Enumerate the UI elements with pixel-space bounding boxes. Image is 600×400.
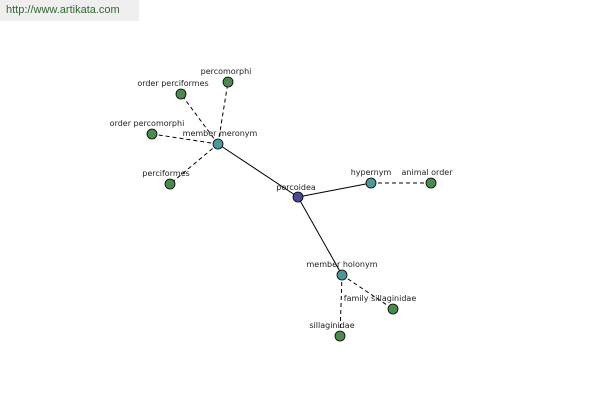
label-order-perciformes: order perciformes xyxy=(137,79,208,88)
label-hypernym: hypernym xyxy=(351,168,392,177)
node-member-meronym[interactable] xyxy=(212,138,224,150)
label-sillaginidae: sillaginidae xyxy=(309,321,354,330)
node-perciformes[interactable] xyxy=(164,178,176,190)
label-percomorphi: percomorphi xyxy=(201,67,252,76)
edge-member-meronym-order-perciformes xyxy=(180,93,219,145)
label-animal-order: animal order xyxy=(402,168,454,177)
node-family-sillaginidae[interactable] xyxy=(387,303,399,315)
node-member-holonym[interactable] xyxy=(336,269,348,281)
label-member-holonym: member holonym xyxy=(306,260,377,269)
node-percoidea[interactable] xyxy=(292,191,304,203)
label-order-percomorphi: order percomorphi xyxy=(110,119,185,128)
label-family-sillaginidae: family sillaginidae xyxy=(344,294,417,303)
label-member-meronym: member meronym xyxy=(183,129,258,138)
url-text[interactable]: http://www.artikata.com xyxy=(6,4,120,16)
node-order-percomorphi[interactable] xyxy=(146,128,158,140)
node-percomorphi[interactable] xyxy=(222,76,234,88)
edge-center-member-meronym xyxy=(217,143,299,198)
node-animal-order[interactable] xyxy=(425,177,437,189)
url-banner[interactable]: http://www.artikata.com xyxy=(0,0,139,21)
label-percoidea: percoidea xyxy=(276,183,316,192)
edge-center-hypernym xyxy=(297,182,372,198)
node-hypernym[interactable] xyxy=(365,177,377,189)
node-order-perciformes[interactable] xyxy=(175,88,187,100)
edge-member-holonym-family-sillaginidae xyxy=(341,274,394,310)
label-perciformes: perciformes xyxy=(142,169,189,178)
edge-center-member-holonym xyxy=(297,196,343,276)
edge-member-meronym-percomorphi xyxy=(217,81,229,145)
edge-member-holonym-sillaginidae xyxy=(339,274,343,337)
node-sillaginidae[interactable] xyxy=(334,330,346,342)
edge-member-meronym-perciformes xyxy=(169,143,219,185)
